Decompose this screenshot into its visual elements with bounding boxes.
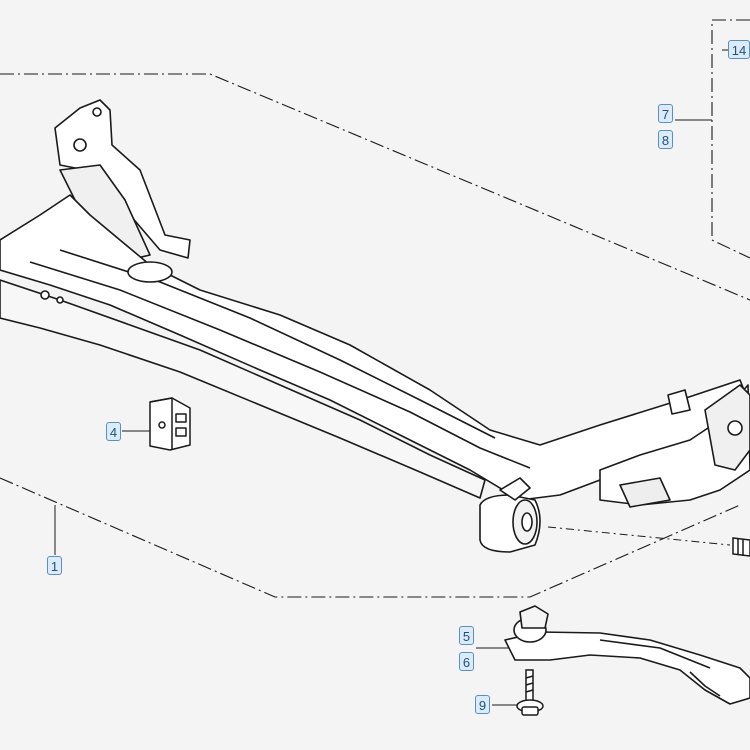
beam-ridge [29, 261, 531, 469]
beam-hole-2 [56, 296, 64, 304]
axle-bushing-core [521, 512, 533, 532]
part-5-6-trailing-arm [504, 605, 750, 705]
boundary-bottom [0, 477, 741, 598]
boundary-top [0, 73, 750, 301]
left-spring-seat [127, 261, 173, 283]
left-bracket-hole [92, 107, 102, 117]
bushing-bracket [499, 477, 531, 501]
axle-bolt [732, 537, 750, 557]
callout-9[interactable]: 9 [475, 695, 490, 714]
boundary-right-box [711, 19, 750, 259]
callout-6[interactable]: 6 [459, 652, 474, 671]
beam-hole-1 [40, 290, 50, 300]
leader-bolt-axis [547, 526, 731, 546]
beam-lower-flange [0, 279, 486, 499]
callout-8[interactable]: 8 [658, 130, 673, 149]
callout-5[interactable]: 5 [459, 626, 474, 645]
right-hub-hole [727, 420, 743, 436]
group-boundary-lines [0, 19, 750, 598]
callout-4[interactable]: 4 [106, 422, 121, 441]
part-9-flange-bolt [516, 669, 544, 716]
right-bump-stop [667, 389, 691, 415]
part-4-bump-stop [149, 397, 191, 451]
right-spring-seat [619, 477, 671, 508]
callout-14[interactable]: 14 [728, 40, 750, 59]
left-bracket-bolt [73, 138, 87, 152]
callout-7[interactable]: 7 [658, 104, 673, 123]
callout-1[interactable]: 1 [47, 556, 62, 575]
rear-axle-beam [0, 99, 750, 553]
